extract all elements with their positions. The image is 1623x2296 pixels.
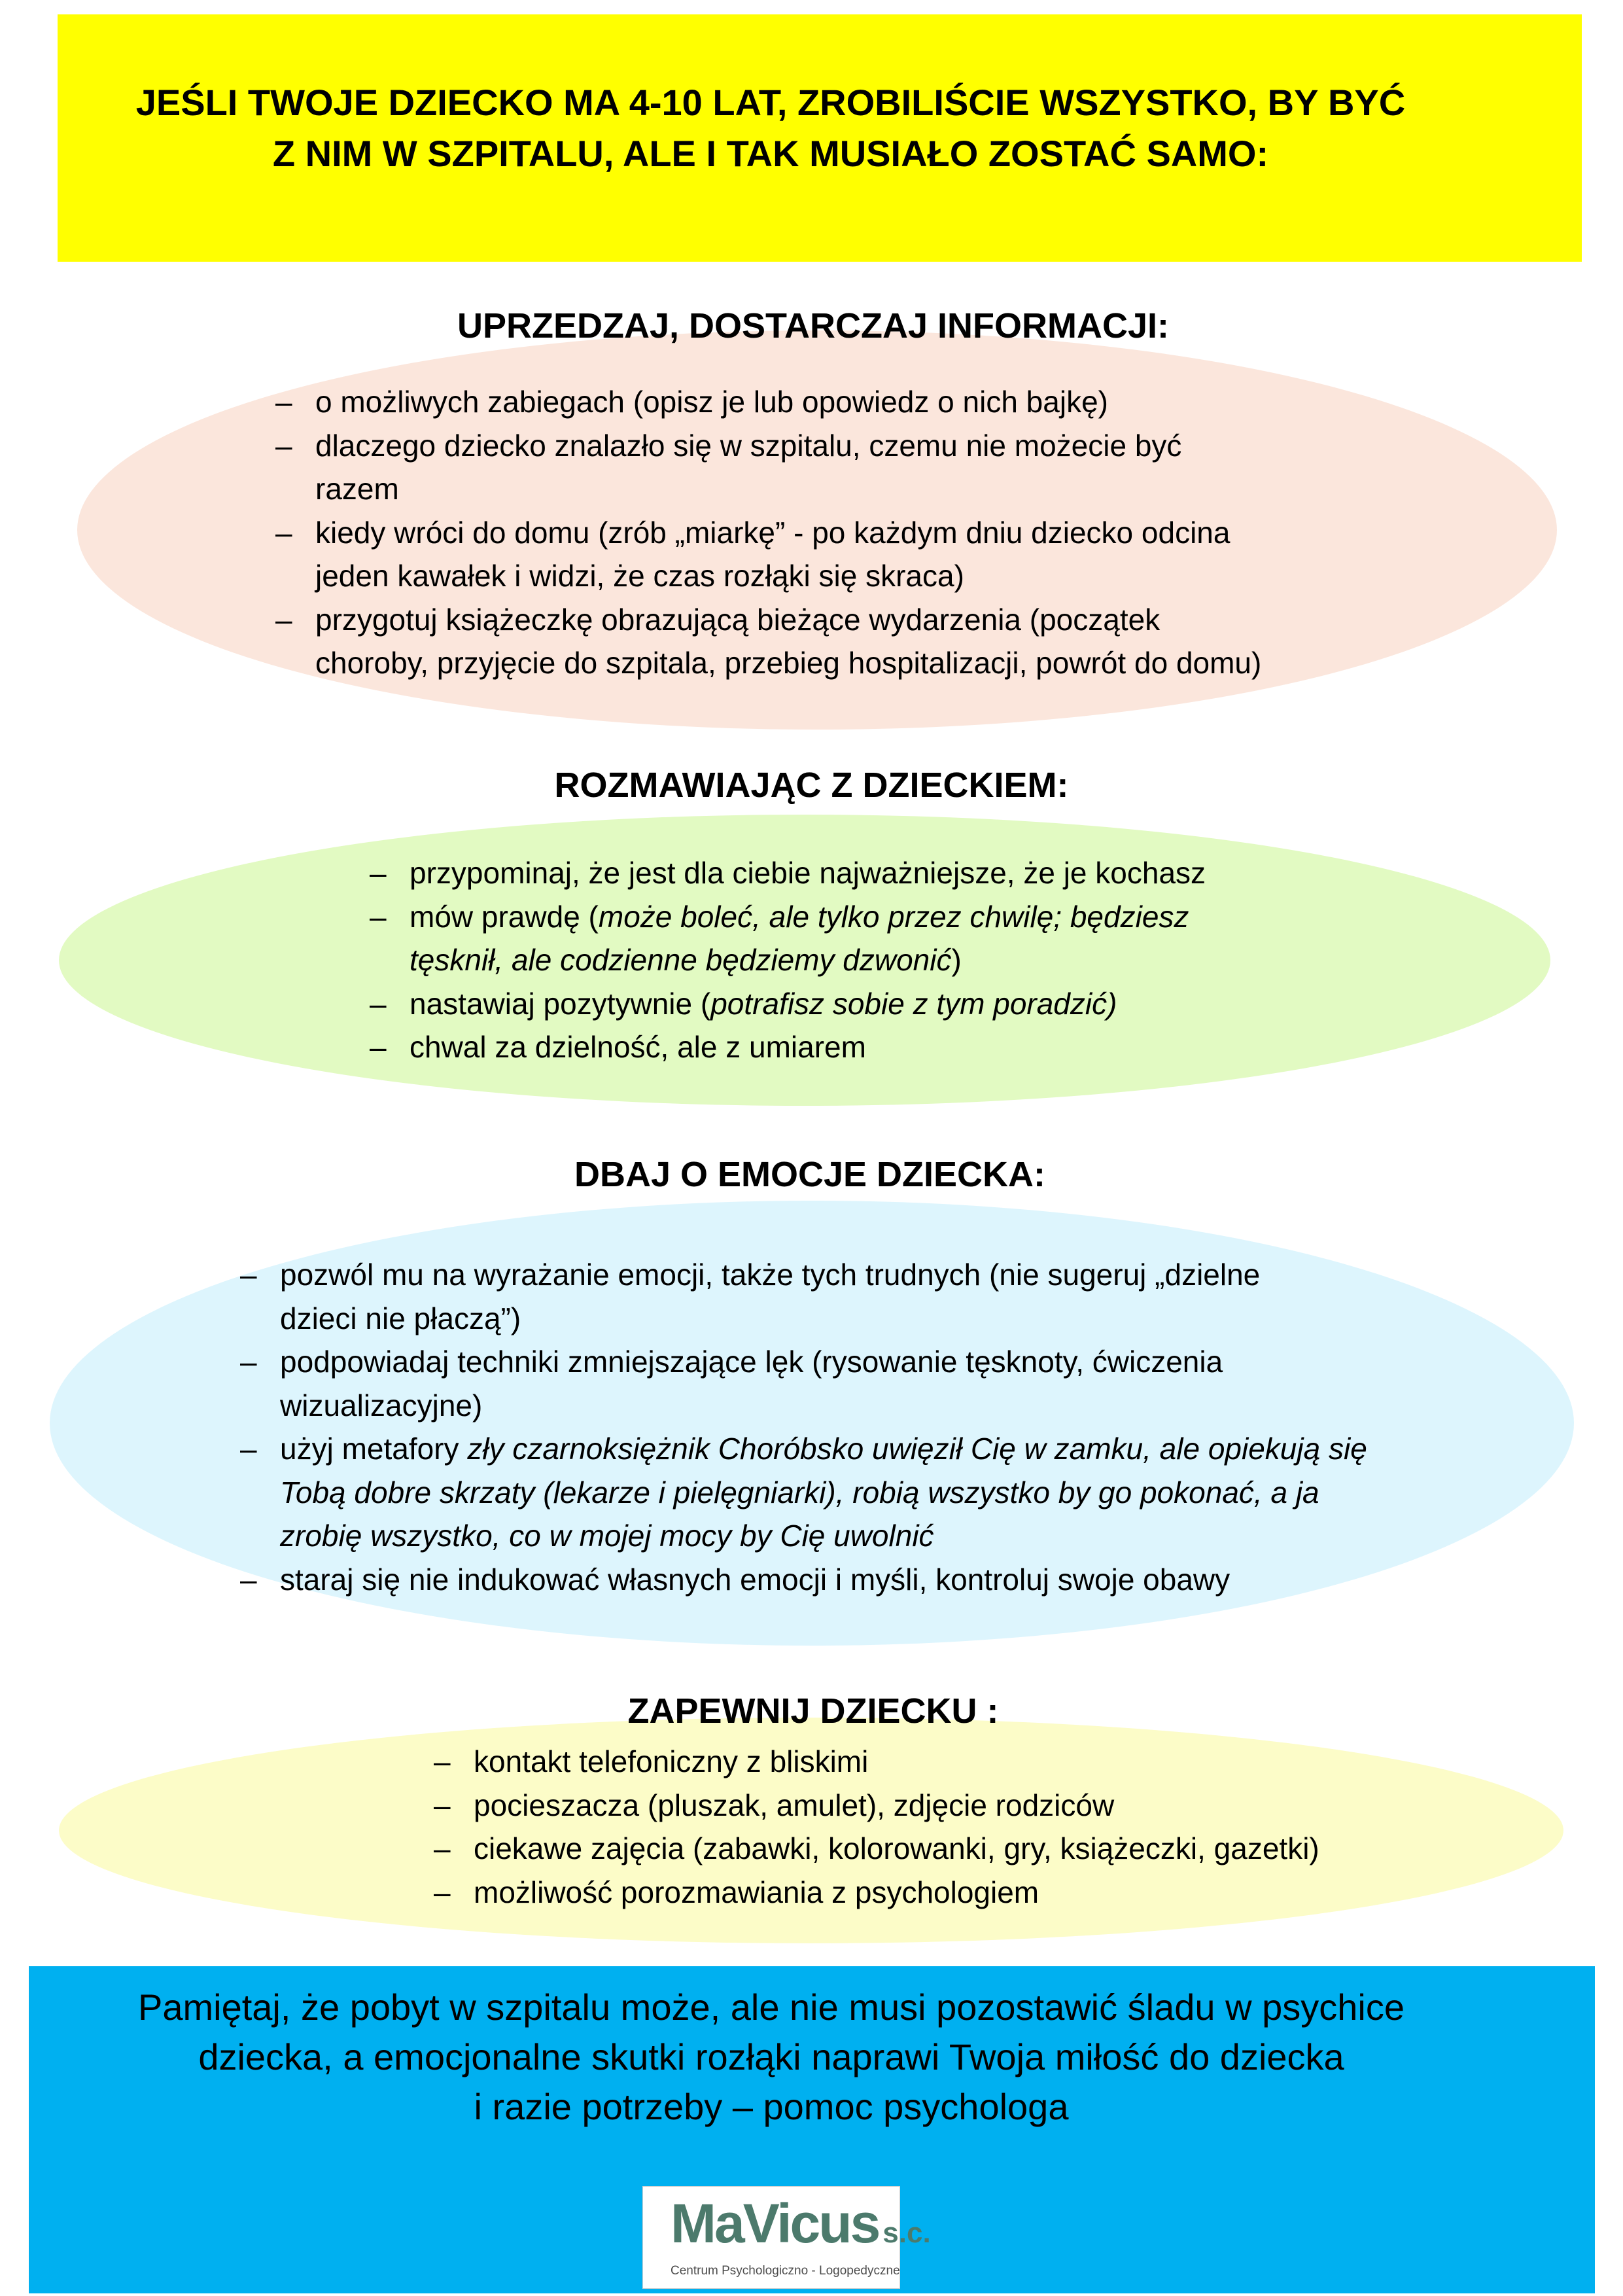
list-item: chwal za dzielność, ale z umiarem: [370, 1025, 1482, 1069]
list-item: pozwól mu na wyrażanie emocji, także tyc…: [240, 1253, 1548, 1340]
list-item: mów prawdę (może boleć, ale tylko przez …: [370, 895, 1482, 982]
title-line-2: Z NIM W SZPITALU, ALE I TAK MUSIAŁO ZOST…: [272, 133, 1269, 174]
section-title-provide: ZAPEWNIJ DZIECKU :: [627, 1691, 999, 1731]
title-line-1: JEŚLI TWOJE DZIECKO MA 4-10 LAT, ZROBILI…: [135, 82, 1406, 123]
section-title-talking: ROZMAWIAJĄC Z DZIECKIEM:: [554, 766, 1069, 805]
list-item: kontakt telefoniczny z bliskimi: [434, 1740, 1546, 1784]
logo-subtitle: Centrum Psychologiczno - Logopedyczne: [671, 2264, 900, 2278]
list-item: kiedy wróci do domu (zrób „miarkę” - po …: [275, 511, 1518, 598]
list-provide: kontakt telefoniczny z bliskimi pociesza…: [434, 1740, 1546, 1914]
list-item: nastawiaj pozytywnie (potrafisz sobie z …: [370, 982, 1482, 1026]
list-item: możliwość porozmawiania z psychologiem: [434, 1871, 1546, 1915]
list-inform: o możliwych zabiegach (opisz je lub opow…: [275, 380, 1518, 685]
list-item: podpowiadaj techniki zmniejszające lęk (…: [240, 1340, 1548, 1427]
header-banner: [58, 14, 1582, 262]
list-item: dlaczego dziecko znalazło się w szpitalu…: [275, 424, 1518, 511]
list-item: staraj się nie indukować własnych emocji…: [240, 1558, 1548, 1602]
footer-line-2: dziecka, a emocjonalne skutki rozłąki na…: [198, 2036, 1344, 2077]
list-item: użyj metafory zły czarnoksiężnik Choróbs…: [240, 1427, 1548, 1558]
list-item: przypominaj, że jest dla ciebie najważni…: [370, 851, 1482, 895]
footer-message: Pamiętaj, że pobyt w szpitalu może, ale …: [29, 1983, 1514, 2132]
list-item: ciekawe zajęcia (zabawki, kolorowanki, g…: [434, 1827, 1546, 1871]
section-title-emotions: DBAJ O EMOCJE DZIECKA:: [574, 1155, 1046, 1194]
list-item: o możliwych zabiegach (opisz je lub opow…: [275, 380, 1518, 424]
list-item: pocieszacza (pluszak, amulet), zdjęcie r…: [434, 1784, 1546, 1828]
footer-line-3: i razie potrzeby – pomoc psychologa: [474, 2086, 1069, 2127]
list-emotions: pozwól mu na wyrażanie emocji, także tyc…: [240, 1253, 1548, 1601]
section-title-inform: UPRZEDZAJ, DOSTARCZAJ INFORMACJI:: [457, 306, 1169, 345]
footer-line-1: Pamiętaj, że pobyt w szpitalu może, ale …: [138, 1987, 1405, 2028]
list-item: przygotuj książeczkę obrazującą bieżące …: [275, 598, 1518, 685]
page-title: JEŚLI TWOJE DZIECKO MA 4-10 LAT, ZROBILI…: [58, 77, 1484, 179]
list-talking: przypominaj, że jest dla ciebie najważni…: [370, 851, 1482, 1069]
